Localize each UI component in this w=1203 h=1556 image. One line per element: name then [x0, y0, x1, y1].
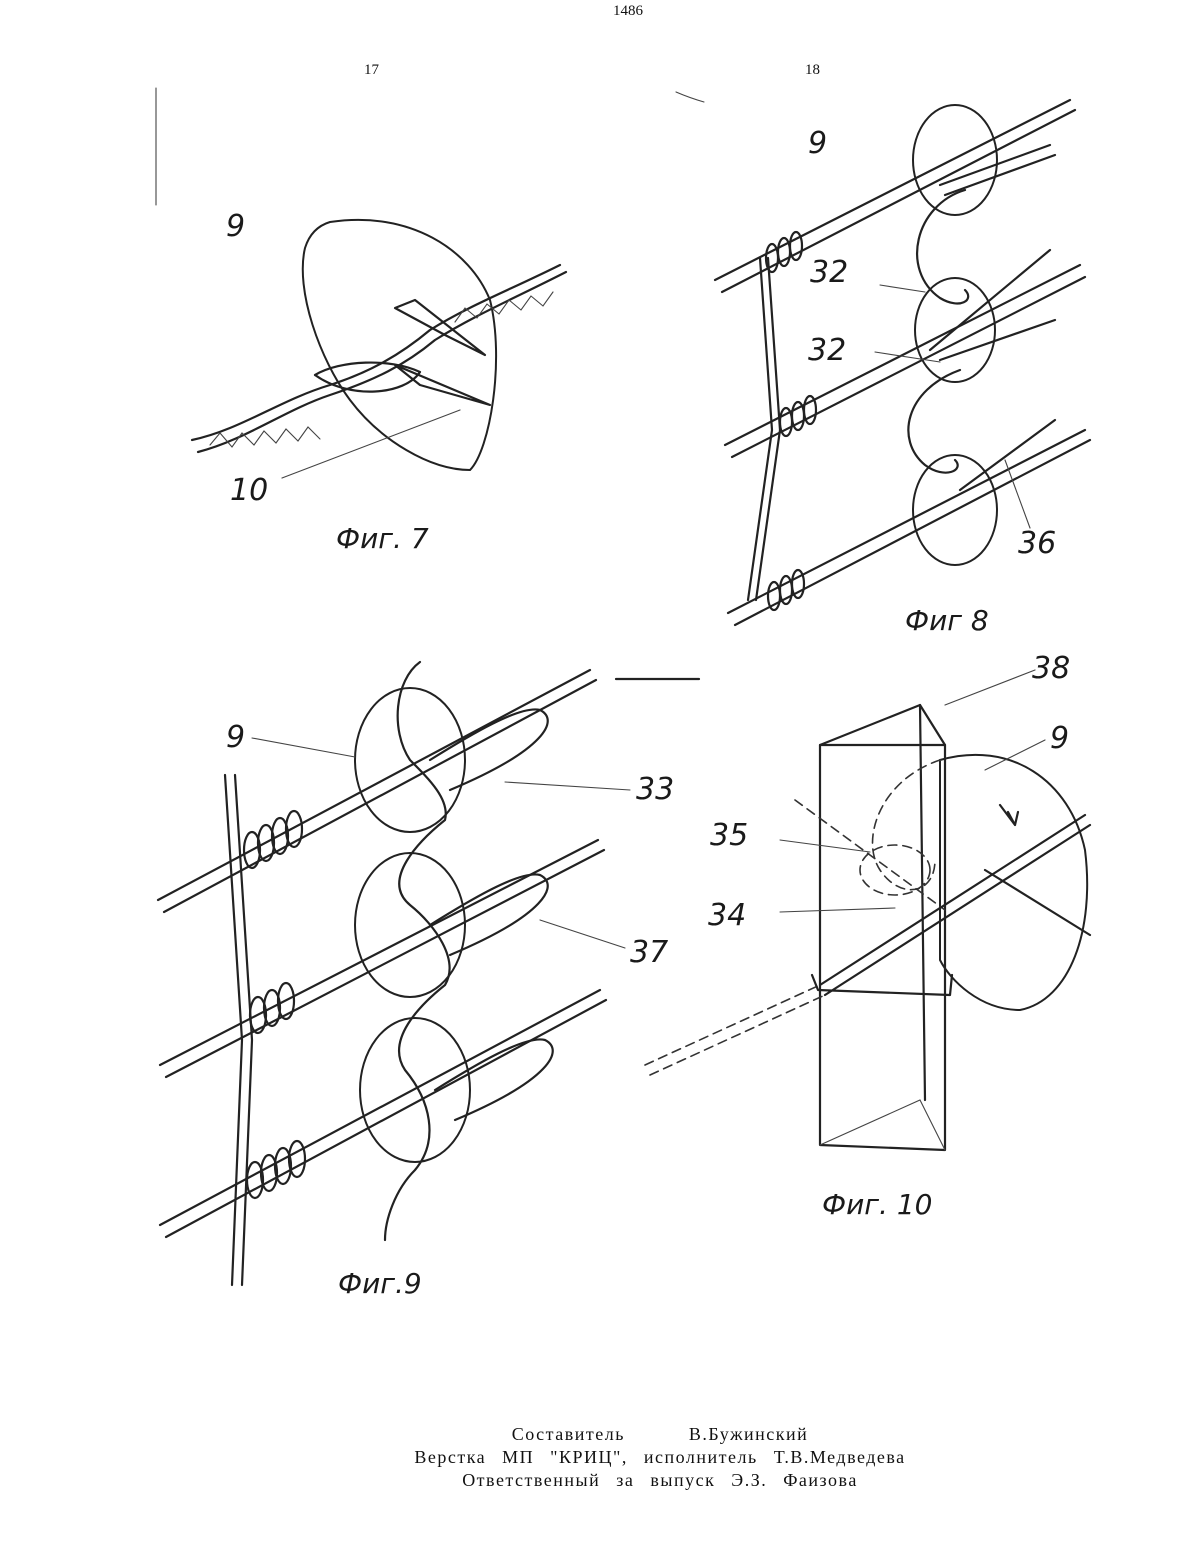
- fig10-label-9: 9: [1050, 721, 1069, 756]
- fig7-caption: Фиг. 7: [336, 522, 429, 555]
- fig10-drawing: 38 9 35 34 Фиг. 10: [645, 651, 1090, 1221]
- fig9-leader-9: [252, 738, 355, 757]
- fig9-label-9: 9: [226, 720, 245, 755]
- scan-mark: [676, 92, 704, 102]
- fig8-label-32b: 32: [808, 333, 846, 368]
- fig10-block-base: [820, 1100, 945, 1150]
- fig8-leader-36: [1005, 460, 1030, 528]
- fig10-disc: [940, 755, 1087, 1010]
- fig8-frame-wire: [748, 258, 772, 600]
- fig9-label-37: 37: [630, 935, 668, 970]
- fig9-drawing: 9 33 37 Фиг.9: [158, 662, 674, 1300]
- fig10-label-35: 35: [710, 818, 748, 853]
- fig10-label-34: 34: [708, 898, 746, 933]
- fig10-leader-38: [945, 670, 1035, 705]
- fig9-leader-33: [505, 782, 630, 790]
- fig10-clamp: [812, 975, 952, 995]
- fig8-label-32a: 32: [810, 255, 848, 290]
- colophon-compiler: Составитель В.Бужинский: [0, 1423, 1203, 1446]
- fig10-leader-34: [780, 908, 895, 912]
- colophon: Составитель В.Бужинский Верстка МП "КРИЦ…: [0, 1423, 1203, 1492]
- fig8-frame-wire-b: [756, 258, 780, 600]
- fig10-caption: Фиг. 10: [822, 1188, 932, 1221]
- fig10-hidden-ring: [860, 845, 930, 895]
- fig8-label-36: 36: [1018, 526, 1056, 561]
- fig9-coils: [244, 811, 305, 1198]
- fig9-label-33: 33: [636, 772, 674, 807]
- fig10-label-38: 38: [1032, 651, 1070, 686]
- fig8-rod-bottom-back: [960, 420, 1055, 490]
- fig8-drawing: 9 32 32 36 Фиг 8: [715, 100, 1090, 637]
- fig7-label-10: 10: [230, 473, 268, 508]
- fig9-leader-37: [540, 920, 625, 948]
- fig10-hidden-rod-front: [645, 985, 825, 1075]
- fig8-leader-32a: [880, 285, 925, 292]
- colophon-layout: Верстка МП "КРИЦ", исполнитель Т.В.Медве…: [0, 1446, 1203, 1469]
- fig9-caption: Фиг.9: [338, 1267, 422, 1300]
- colophon-responsible: Ответственный за выпуск Э.З. Фаизова: [0, 1469, 1203, 1492]
- fig7-label-9: 9: [226, 209, 245, 244]
- fig8-disc-top: [913, 105, 997, 215]
- fig10-block-outline: [820, 705, 945, 1150]
- fig8-caption: Фиг 8: [905, 604, 989, 637]
- fig7-drawing: 9 10 Фиг. 7: [192, 209, 566, 555]
- fig10-block-edge: [920, 705, 925, 1100]
- fig8-label-9: 9: [808, 126, 827, 161]
